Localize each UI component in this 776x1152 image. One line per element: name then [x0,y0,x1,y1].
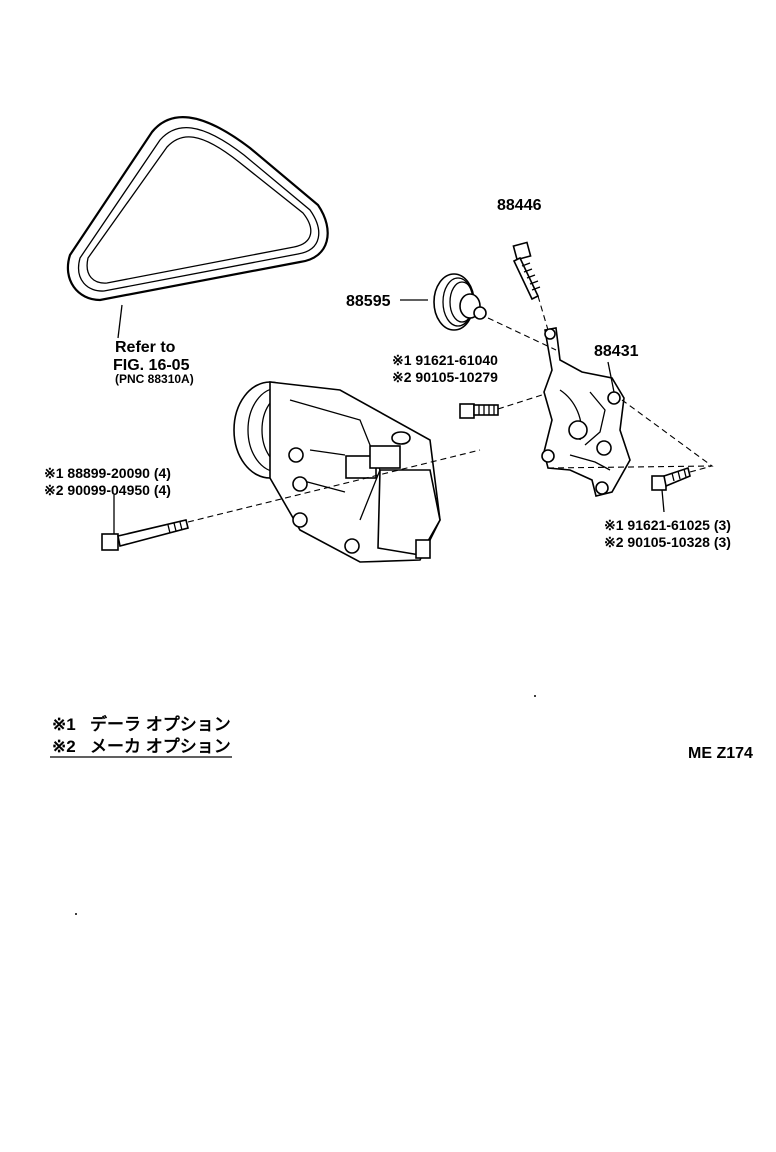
upper-bolt-option1: ※1 91621-61040 [392,352,498,368]
belt-reference-line1: Refer to [115,339,176,356]
idler-pulley [433,273,487,331]
belt-reference-line3: (PNC 88310A) [115,372,194,386]
part-number-88431: 88431 [594,343,639,360]
compressor-bracket [541,327,631,497]
bracket-leader-line [607,361,615,393]
legend-mark-1: ※1 [52,715,76,734]
belt-reference-line2: FIG. 16-05 [113,357,190,374]
long-bolt-option2: ※2 90099-04950 (4) [44,482,171,498]
bracket-alignment-lines [487,317,714,473]
legend-text-2: メーカ オプション [90,736,231,756]
bolt-axis-dashed [537,295,549,331]
figure-code: ME Z174 [688,745,753,762]
part-number-88595: 88595 [346,293,391,310]
legend-mark-2: ※2 [52,737,76,756]
upper-bolt-axis [497,393,546,410]
right-bolt-leader [661,489,665,513]
long-bolt-axis [187,449,481,523]
adjusting-bolt [512,241,541,301]
long-bolt-option1: ※1 88899-20090 (4) [44,465,171,481]
right-bolt-option1: ※1 91621-61025 (3) [604,517,731,533]
legend-text-1: デーラ オプション [90,714,231,734]
bracket-bolt-right [651,466,691,491]
part-number-88446: 88446 [497,197,542,214]
drive-belt [66,116,329,302]
stray-dot [75,913,77,915]
right-bolt-option2: ※2 90105-10328 (3) [604,534,731,550]
bracket-bolt-upper [459,403,499,419]
stray-dot [534,695,536,697]
compressor-long-bolt [101,519,189,551]
upper-bolt-option2: ※2 90105-10279 [392,369,498,385]
belt-leader-line [117,304,123,339]
ac-compressor [233,381,441,563]
